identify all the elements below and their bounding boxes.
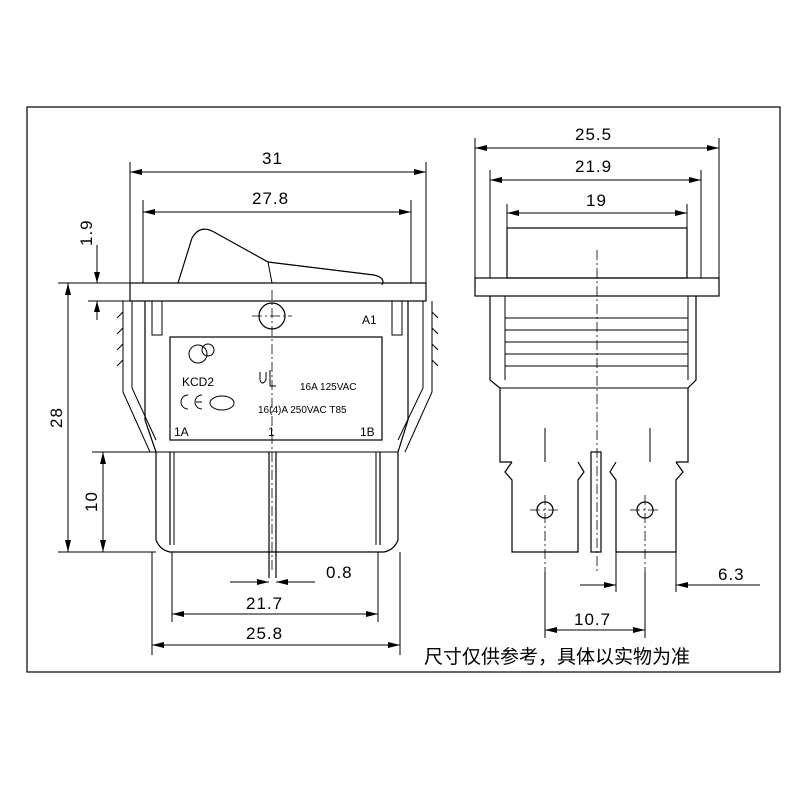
ce-mark-icon xyxy=(180,394,203,410)
svg-text:25.8: 25.8 xyxy=(246,624,283,643)
dim-terminal-width: 6.3 xyxy=(580,552,760,592)
dim-front-overall: 31 xyxy=(129,149,427,283)
dim-terminal-thickness: 0.8 xyxy=(230,563,353,585)
reference-note: 尺寸仅供参考，具体以实物为准 xyxy=(424,646,691,668)
rating-marking-1: 16A 125VAC xyxy=(300,382,357,393)
svg-text:0.8: 0.8 xyxy=(326,563,353,582)
terminal-1a-label: 1A xyxy=(174,425,189,439)
right-clip xyxy=(397,301,439,453)
drawing-frame xyxy=(26,106,781,673)
terminal-1-label: 1 xyxy=(268,425,275,439)
side-view: 25.5 21.9 19 6.3 10.7 xyxy=(474,125,760,638)
cqc-mark-icon xyxy=(188,343,215,364)
svg-text:1.9: 1.9 xyxy=(77,219,96,246)
side-terminals xyxy=(504,428,684,572)
svg-text:21.7: 21.7 xyxy=(246,594,283,613)
dim-front-rocker: 27.8 xyxy=(142,189,412,283)
label-plate xyxy=(169,336,383,441)
front-view: KCD2 16A 125VAC 16(4)A 250VAC T85 1A 1 1… xyxy=(47,149,439,655)
ul-mark-icon xyxy=(259,370,276,387)
side-ribs xyxy=(500,317,688,389)
position-a1-label: A1 xyxy=(362,313,377,327)
rocker xyxy=(177,228,384,286)
svg-text:10.7: 10.7 xyxy=(574,610,611,629)
dim-terminal-length: 10 xyxy=(82,451,156,552)
dim-side-body: 21.9 xyxy=(489,157,702,278)
vde-mark-icon xyxy=(209,395,235,411)
svg-text:25.5: 25.5 xyxy=(575,125,612,144)
side-body xyxy=(489,296,697,463)
dim-side-top: 19 xyxy=(506,191,688,228)
svg-text:19: 19 xyxy=(586,191,607,210)
svg-text:27.8: 27.8 xyxy=(252,189,289,208)
front-terminals xyxy=(169,452,381,578)
left-clip xyxy=(116,301,157,453)
dim-flange-thickness: 1.9 xyxy=(58,219,130,320)
dim-terminal-span-inner: 21.7 xyxy=(171,552,379,622)
terminal-1b-label: 1B xyxy=(360,425,375,439)
model-marking: KCD2 xyxy=(182,375,214,389)
dim-side-flange: 25.5 xyxy=(474,125,720,278)
rating-marking-2: 16(4)A 250VAC T85 xyxy=(258,405,347,416)
dim-body-height: 28 xyxy=(47,283,156,553)
svg-text:6.3: 6.3 xyxy=(718,565,745,584)
svg-text:31: 31 xyxy=(262,149,283,168)
svg-text:10: 10 xyxy=(82,491,101,512)
front-body xyxy=(144,301,409,553)
front-flange xyxy=(129,282,427,302)
svg-text:28: 28 xyxy=(47,407,66,428)
dim-terminal-pitch: 10.7 xyxy=(544,572,646,638)
dim-terminal-span-outer: 25.8 xyxy=(151,552,401,655)
svg-text:21.9: 21.9 xyxy=(575,157,612,176)
